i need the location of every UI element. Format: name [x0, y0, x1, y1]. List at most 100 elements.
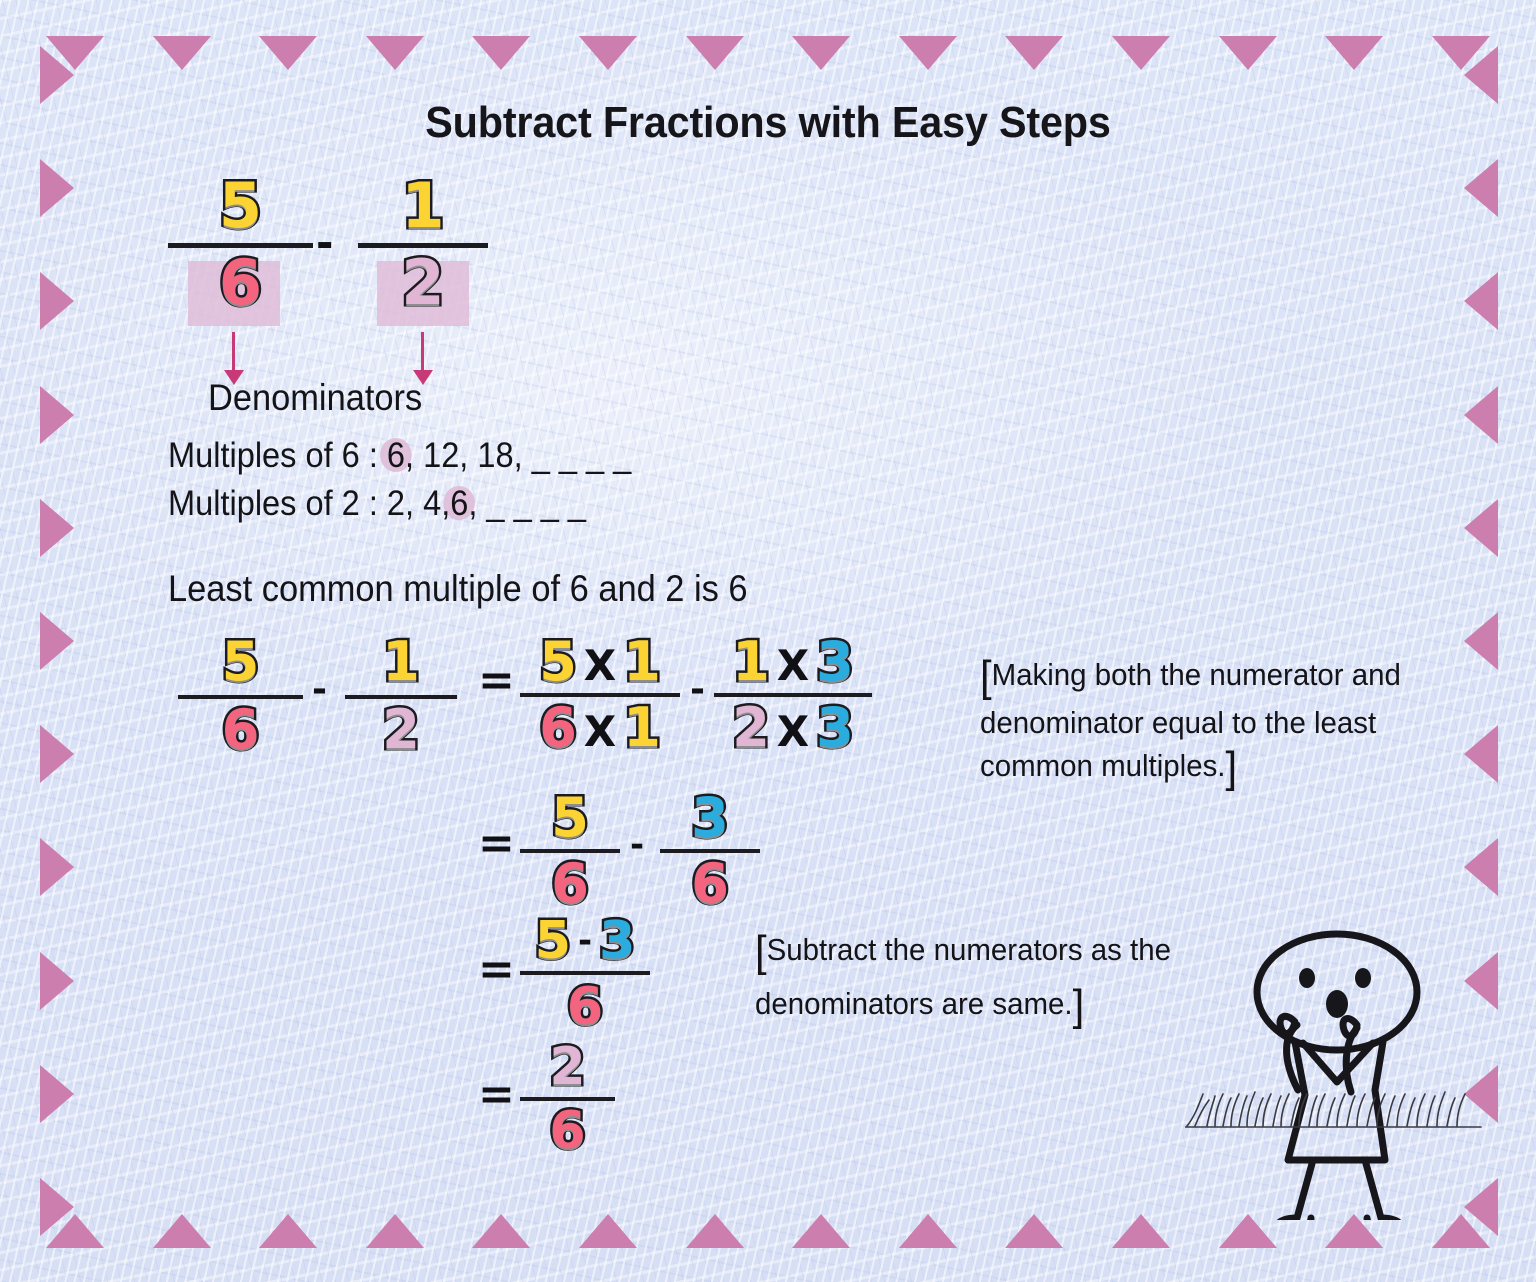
bracket-close: ] — [1225, 743, 1238, 793]
triangle-icon — [1112, 1214, 1171, 1248]
denominator: 6 — [549, 852, 592, 915]
multiples-2-prefix: Multiples of 2 : 2, 4, — [168, 484, 451, 523]
fraction-bar — [660, 849, 760, 853]
triangle-icon — [472, 1214, 531, 1248]
triangle-icon — [1112, 36, 1171, 70]
triangle-icon — [40, 1177, 74, 1236]
numerator: 3 — [689, 786, 732, 849]
triangle-icon — [1464, 1177, 1498, 1236]
bracket-open: [ — [980, 652, 992, 701]
numerator: 1 — [399, 169, 447, 242]
step1-left-fraction: 5 6 — [178, 630, 303, 761]
multiples-2-rest: , _ _ _ _ — [468, 484, 586, 523]
denominator: 2 — [380, 698, 423, 761]
triangle-icon — [259, 1214, 318, 1248]
fraction-bar — [358, 243, 488, 248]
problem-second-fraction: 1 2 — [358, 169, 488, 316]
fraction-bar — [345, 695, 457, 699]
triangle-icon — [898, 36, 957, 70]
numerator-expression: 5-3 — [520, 911, 650, 971]
note-subtract-text: Subtract the numerators as the denominat… — [755, 932, 1171, 1021]
bracket-close: ] — [1072, 980, 1085, 1030]
triangle-icon — [1464, 951, 1498, 1010]
denominator: 6 — [689, 852, 732, 915]
triangle-icon — [40, 725, 74, 784]
multiples-of-2-line: Multiples of 2 : 2, 4,6, _ _ _ _ — [168, 484, 586, 524]
step2-right-fraction: 3 6 — [660, 786, 760, 915]
step4-equals: = — [478, 1069, 515, 1120]
border-top — [0, 36, 1536, 70]
numerator-factor-a: 5 — [537, 630, 580, 693]
numerator: 1 — [380, 630, 423, 693]
triangle-icon — [1325, 1214, 1384, 1248]
triangle-icon — [579, 36, 638, 70]
triangle-icon — [898, 1214, 957, 1248]
denominator-highlight-box-1 — [188, 261, 280, 326]
numerator: 5 — [549, 786, 592, 849]
numerator-b: 3 — [597, 911, 638, 971]
fraction-bar — [168, 243, 313, 248]
triangle-icon — [1218, 36, 1277, 70]
triangle-icon — [1464, 725, 1498, 784]
denominator-factor-a: 6 — [537, 696, 580, 759]
numerator-factor-b: 1 — [621, 630, 664, 693]
triangle-icon — [40, 272, 74, 331]
triangle-icon — [1325, 36, 1384, 70]
times-symbol: X — [776, 707, 810, 756]
triangle-icon — [1464, 1064, 1498, 1123]
times-symbol: X — [583, 707, 617, 756]
triangle-icon — [40, 1064, 74, 1123]
multiples-6-rest: , 12, 18, _ _ _ _ — [405, 436, 632, 475]
lcm-statement: Least common multiple of 6 and 2 is 6 — [168, 568, 748, 609]
fraction-bar — [520, 693, 680, 697]
fraction-bar — [714, 693, 872, 697]
page-title: Subtract Fractions with Easy Steps — [425, 98, 1111, 147]
step3-equals: = — [478, 944, 515, 995]
multiples-6-prefix: Multiples of 6 : — [168, 436, 387, 475]
triangle-icon — [1218, 1214, 1277, 1248]
step1-expanded-minus: - — [690, 669, 705, 710]
triangle-icon — [152, 1214, 211, 1248]
fraction-bar — [520, 971, 650, 975]
problem-first-fraction: 5 6 — [168, 169, 313, 316]
denominator: 6 — [547, 1101, 588, 1161]
triangle-icon — [152, 36, 211, 70]
stick-figure-illustration — [1253, 930, 1421, 1220]
numerator: 5 — [216, 169, 264, 242]
note-lcm-text: Making both the numerator and denominato… — [980, 657, 1401, 784]
border-left — [40, 0, 74, 1282]
step2-minus: - — [630, 825, 645, 865]
triangle-icon — [1005, 36, 1064, 70]
triangle-icon — [792, 36, 851, 70]
bracket-open: [ — [755, 927, 767, 976]
minus-symbol: - — [577, 921, 593, 961]
triangle-icon — [579, 1214, 638, 1248]
multiples-6-highlight: 6 — [379, 436, 413, 475]
denominator-factor-b: 1 — [621, 696, 664, 759]
numerator: 5 — [219, 630, 262, 693]
denominator-highlight-box-2 — [377, 261, 469, 326]
triangle-icon — [1464, 159, 1498, 218]
step2-equals: = — [478, 818, 515, 869]
triangle-icon — [1464, 46, 1498, 104]
triangle-icon — [40, 46, 74, 104]
triangle-icon — [1464, 611, 1498, 670]
step3-fraction: 5-3 6 — [520, 911, 650, 1036]
triangle-icon — [1464, 498, 1498, 557]
triangle-icon — [40, 159, 74, 218]
denominator: 6 — [219, 698, 262, 761]
triangle-icon — [40, 611, 74, 670]
triangle-icon — [40, 498, 74, 557]
note-lcm: [Making both the numerator and denominat… — [980, 650, 1474, 795]
triangle-icon — [365, 1214, 424, 1248]
triangle-icon — [1464, 272, 1498, 331]
triangle-icon — [365, 36, 424, 70]
multiples-of-6-line: Multiples of 6 : 6, 12, 18, _ _ _ _ — [168, 436, 631, 476]
